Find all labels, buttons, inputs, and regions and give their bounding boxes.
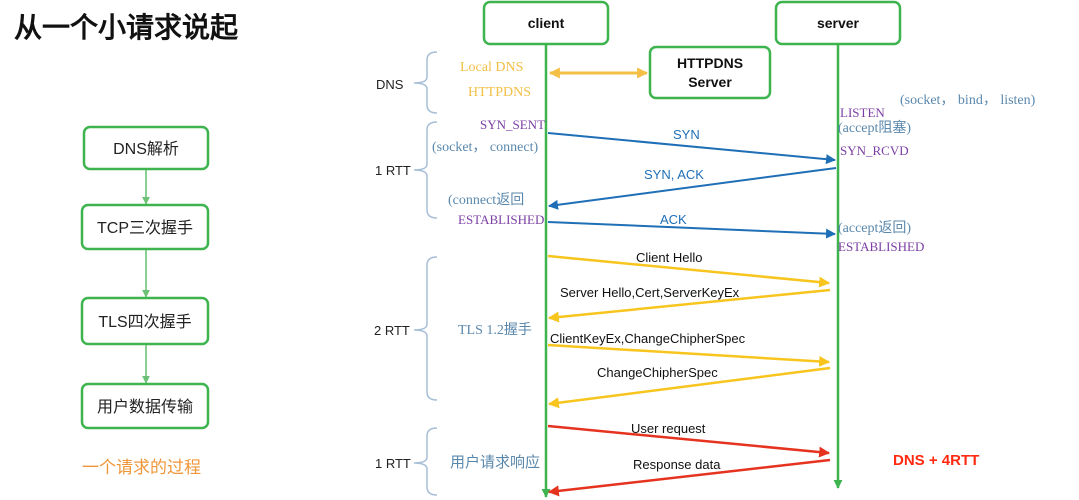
- phase-brace: [413, 256, 438, 401]
- flow-caption: 一个请求的过程: [82, 458, 201, 477]
- server-state-listen: LISTEN: [840, 105, 885, 120]
- server-hello-label: Server Hello,Cert,ServerKeyEx: [560, 285, 740, 300]
- client-call-socket-connect: (socket， connect): [432, 140, 538, 155]
- phase-label-dns: DNS: [376, 77, 404, 92]
- flow-step-label: TCP三次握手: [97, 219, 193, 237]
- response-data-arrow: [547, 458, 831, 497]
- server-accept-return: (accept返回): [838, 220, 911, 236]
- syn-ack-label: SYN, ACK: [644, 167, 704, 182]
- flow-step-label: 用户数据传输: [97, 398, 193, 416]
- client-hello-label: Client Hello: [636, 250, 702, 265]
- syn-arrow: [547, 132, 836, 165]
- client-state-syn-sent: SYN_SENT: [480, 117, 545, 132]
- client-key-exchange-label: ClientKeyEx,ChangeChipherSpec: [550, 331, 746, 346]
- phase-brace: [413, 121, 438, 219]
- user-data-transfer: User request Response data 用户请求响应 DNS + …: [450, 421, 979, 497]
- httpdns-label-line2: Server: [688, 74, 732, 90]
- httpdns-label-line1: HTTPDNS: [677, 55, 743, 71]
- client-state-established: ESTABLISHED: [458, 212, 544, 227]
- process-flow: DNS解析 TCP三次握手 TLS四次握手 用户数据传输 一个请求的过程: [80, 125, 210, 477]
- syn-ack-arrow: [548, 167, 837, 210]
- flow-step-label: TLS四次握手: [98, 313, 191, 331]
- user-request-response-note: 用户请求响应: [450, 453, 540, 471]
- syn-label: SYN: [673, 127, 700, 142]
- user-request-arrow: [547, 424, 831, 458]
- change-cipher-spec-arrow: [547, 366, 831, 409]
- flow-step-box-dns: [82, 125, 210, 171]
- phase-brace: [413, 51, 438, 114]
- dns-phase: Local DNS HTTPDNS: [460, 60, 649, 100]
- flow-step-box-tcp: [80, 203, 210, 251]
- flow-step-box-data: [80, 382, 210, 430]
- ack-arrow: [547, 221, 836, 239]
- user-request-label: User request: [631, 421, 706, 436]
- change-cipher-spec-label: ChangeChipherSpec: [597, 365, 718, 380]
- phase-label-tls: 2 RTT: [374, 323, 410, 338]
- server-accept-block: (accept阻塞): [838, 119, 911, 136]
- flow-step-label: DNS解析: [113, 140, 179, 158]
- httpdns-label: HTTPDNS: [468, 85, 531, 100]
- total-latency-label: DNS + 4RTT: [893, 452, 979, 469]
- httpdns-server-box: [648, 45, 772, 100]
- client-label: client: [528, 15, 565, 31]
- server-call-socket-bind-listen: (socket， bind， listen): [900, 93, 1036, 108]
- tcp-handshake: SYN_SENT (socket， connect) LISTEN (socke…: [432, 93, 1036, 254]
- phase-label-data: 1 RTT: [375, 456, 411, 471]
- page-title: 从一个小请求说起: [14, 12, 239, 43]
- server-hello-arrow: [547, 288, 831, 323]
- client-connect-return: (connect返回: [448, 192, 524, 208]
- ack-label: ACK: [660, 212, 687, 227]
- server-label: server: [817, 15, 860, 31]
- tls-handshake: Client Hello Server Hello,Cert,ServerKey…: [458, 250, 831, 409]
- phase-brace: [413, 427, 438, 496]
- flow-step-box-tls: [80, 296, 210, 346]
- actors: client server HTTPDNS Server: [482, 0, 902, 498]
- local-dns-label: Local DNS: [460, 60, 523, 75]
- server-state-established: ESTABLISHED: [838, 239, 924, 254]
- server-state-syn-rcvd: SYN_RCVD: [840, 143, 909, 158]
- client-key-exchange-arrow: [547, 343, 831, 367]
- phase-markers: DNS 1 RTT 2 RTT 1 RTT: [374, 51, 438, 496]
- response-data-label: Response data: [633, 457, 721, 472]
- phase-label-tcp: 1 RTT: [375, 163, 411, 178]
- client-hello-arrow: [547, 254, 831, 288]
- tls-handshake-note: TLS 1.2握手: [458, 322, 532, 338]
